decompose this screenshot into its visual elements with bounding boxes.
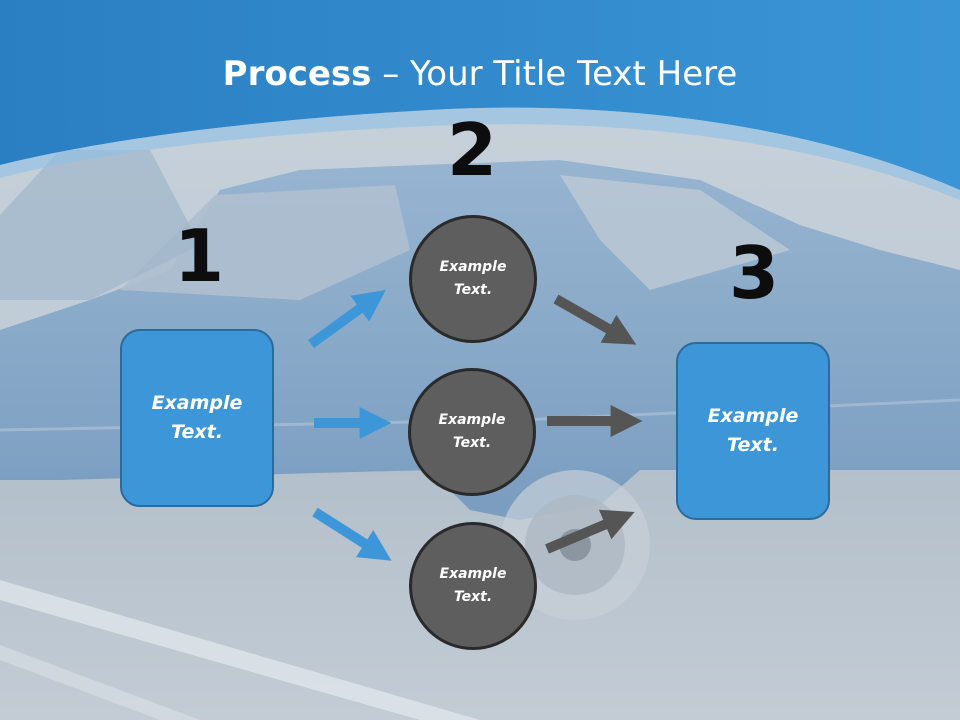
step-2-circle-top: Example Text.	[409, 215, 537, 343]
title-bold: Process	[222, 54, 372, 94]
step-2-circle-bottom: Example Text.	[409, 522, 537, 650]
circle-bottom-line1: Example	[439, 566, 507, 582]
title-rest: Your Title Text Here	[410, 54, 738, 94]
arrow-blue-down	[312, 507, 392, 561]
slide-title: Process – Your Title Text Here	[0, 52, 960, 96]
step-number-1: 1	[173, 214, 225, 298]
step-number-3: 3	[728, 231, 780, 315]
arrow-gray-down	[553, 294, 637, 345]
step-number-2: 2	[446, 108, 498, 192]
arrow-blue-up	[308, 290, 386, 349]
circle-top-line1: Example	[439, 259, 507, 275]
circle-middle-line1: Example	[438, 412, 506, 428]
arrow-gray-up	[545, 509, 635, 554]
step-1-label-line2: Text.	[171, 421, 223, 443]
step-3-box: Example Text.	[676, 342, 830, 520]
step-1-box: Example Text.	[120, 329, 274, 507]
step-1-label-line1: Example	[151, 392, 243, 414]
circle-bottom-line2: Text.	[453, 589, 493, 605]
circle-top-line2: Text.	[453, 282, 493, 298]
title-dash: –	[371, 54, 411, 94]
step-3-label-line1: Example	[707, 405, 799, 427]
step-3-label-line2: Text.	[727, 434, 779, 456]
step-2-circle-middle: Example Text.	[408, 368, 536, 496]
circle-middle-line2: Text.	[452, 435, 492, 451]
